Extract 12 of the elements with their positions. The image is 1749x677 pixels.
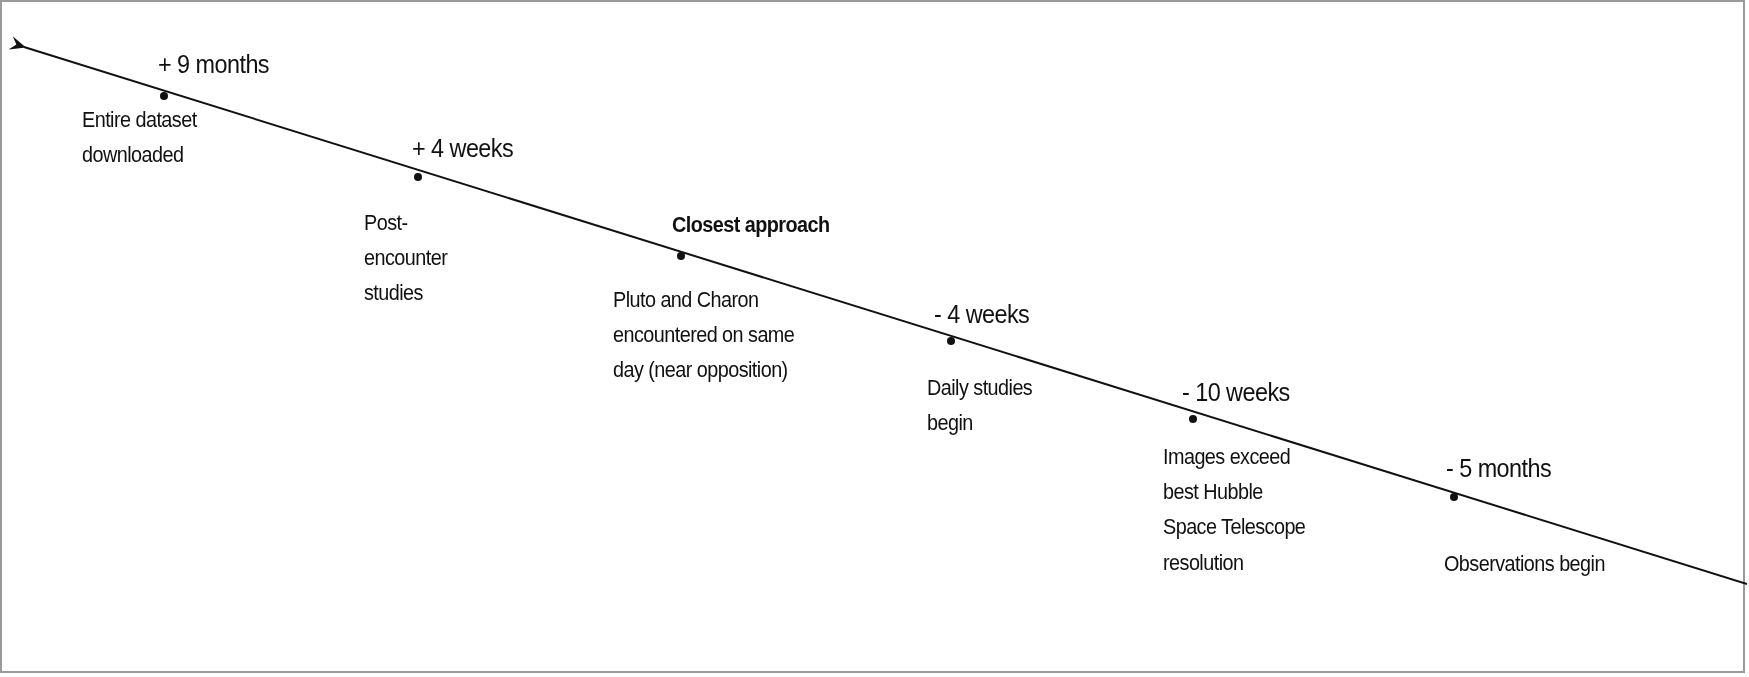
event-description: Entire dataset downloaded xyxy=(82,106,198,170)
event-description: Daily studies begin xyxy=(927,374,1034,438)
time-label: - 4 weeks xyxy=(934,298,1031,331)
event-title: Closest approach xyxy=(672,211,831,239)
time-label: + 9 months xyxy=(158,48,270,81)
time-label: - 10 weeks xyxy=(1182,376,1291,409)
event-description: Images exceed best Hubble Space Telescope resolution xyxy=(1163,443,1307,577)
time-label: - 5 months xyxy=(1446,452,1553,485)
event-description: Observations begin xyxy=(1444,550,1606,578)
event-description: Pluto and Charon encountered on same day (near opposition) xyxy=(613,286,796,385)
event-description: Post- encounter studies xyxy=(364,209,449,308)
time-label: + 4 weeks xyxy=(412,132,515,165)
